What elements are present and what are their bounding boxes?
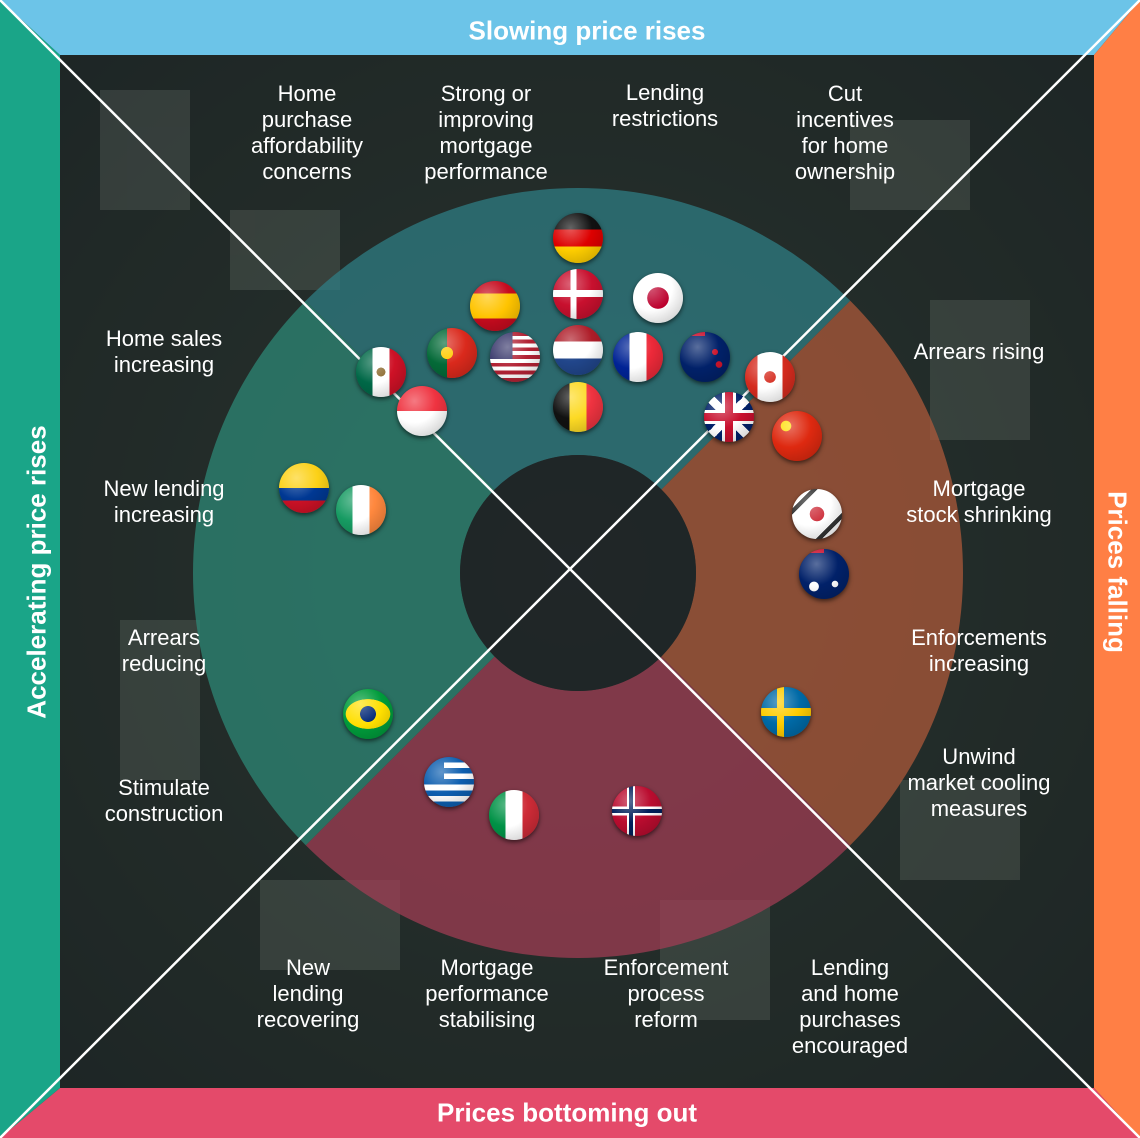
quadrant-label-right-2: Mortgage stock shrinking <box>906 476 1052 527</box>
sweden-flag-icon <box>761 687 811 737</box>
band-title-top: Slowing price rises <box>468 15 706 46</box>
ring-quadrant-bottoming <box>305 656 851 958</box>
portugal-flag-icon <box>427 328 477 378</box>
quadrant-label-right-3: Enforcements increasing <box>911 625 1047 676</box>
quadrant-label-top-1: Home purchase affordability concerns <box>250 81 364 184</box>
quadrant-label-bottom-2: Mortgage performance stabilising <box>425 955 549 1032</box>
brazil-flag-icon <box>343 689 393 739</box>
new-zealand-flag-icon <box>680 332 730 382</box>
band-right <box>1094 0 1140 1138</box>
greece-flag-icon <box>424 757 474 807</box>
france-flag-icon <box>613 332 663 382</box>
quadrant-label-right-1: Arrears rising <box>913 339 1045 364</box>
australia-flag-icon <box>799 549 849 599</box>
quadrant-label-bottom-1: New lending recovering <box>256 955 360 1032</box>
quadrant-label-right-4: Unwind market cooling measures <box>907 744 1051 821</box>
usa-flag-icon <box>490 332 540 382</box>
band-top <box>0 0 1140 55</box>
colombia-flag-icon <box>279 463 329 513</box>
ring-quadrant-accelerating <box>193 300 495 846</box>
band-title-left: Accelerating price rises <box>21 425 52 719</box>
band-bottom <box>0 1088 1140 1138</box>
quadrant-label-left-3: Arrears reducing <box>121 625 207 676</box>
canada-flag-icon <box>745 352 795 402</box>
germany-flag-icon <box>553 213 603 263</box>
italy-flag-icon <box>489 790 539 840</box>
spain-flag-icon <box>470 281 520 331</box>
ireland-flag-icon <box>336 485 386 535</box>
quadrant-label-bottom-3: Enforcement process reform <box>603 955 729 1032</box>
mexico-flag-icon <box>356 347 406 397</box>
quadrant-label-left-4: Stimulate construction <box>104 775 224 826</box>
denmark-flag-icon <box>553 269 603 319</box>
band-title-bottom: Prices bottoming out <box>437 1097 697 1128</box>
quadrant-label-bottom-4: Lending and home purchases encouraged <box>791 955 909 1058</box>
uk-flag-icon <box>704 392 754 442</box>
netherlands-flag-icon <box>553 325 603 375</box>
band-left <box>0 0 60 1138</box>
quadrant-label-top-2: Strong or improving mortgage performance <box>424 81 548 184</box>
quadrant-label-left-2: New lending increasing <box>103 476 225 527</box>
south-korea-flag-icon <box>792 489 842 539</box>
quadrant-label-top-4: Cut incentives for home ownership <box>794 81 896 184</box>
belgium-flag-icon <box>553 382 603 432</box>
quadrant-label-top-3: Lending restrictions <box>611 80 719 131</box>
norway-flag-icon <box>612 786 662 836</box>
band-title-right: Prices falling <box>1102 491 1133 653</box>
japan-flag-icon <box>633 273 683 323</box>
china-flag-icon <box>772 411 822 461</box>
singapore-flag-icon <box>397 386 447 436</box>
quadrant-label-left-1: Home sales increasing <box>105 326 223 377</box>
ring-center <box>460 455 696 691</box>
